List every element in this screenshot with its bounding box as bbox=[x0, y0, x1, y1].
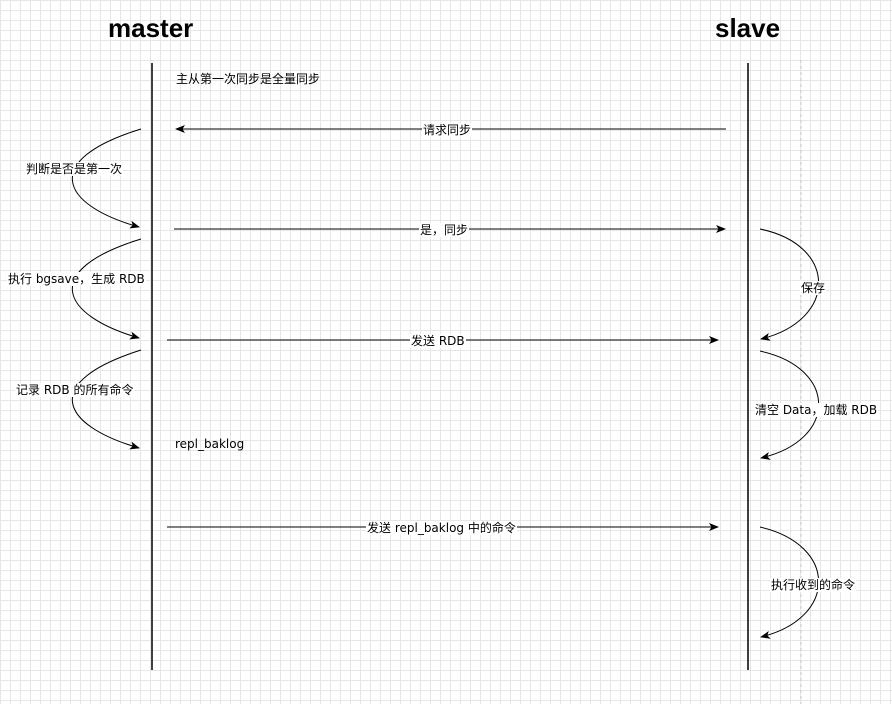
request-sync-label: 请求同步 bbox=[422, 123, 473, 137]
check-first-label: 判断是否是第一次 bbox=[25, 162, 124, 176]
master-title: master bbox=[108, 13, 194, 43]
bgsave-curve bbox=[72, 238, 142, 340]
record-cmds-curve bbox=[72, 349, 142, 450]
record-cmds-label: 记录 RDB 的所有命令 bbox=[15, 383, 135, 397]
yes-sync-label: 是，同步 bbox=[419, 223, 470, 237]
bgsave-label: 执行 bgsave，生成 RDB bbox=[7, 272, 146, 286]
slave-title: slave bbox=[715, 13, 781, 43]
send-rdb-label: 发送 RDB bbox=[410, 334, 466, 348]
clear-load-label: 清空 Data，加载 RDB bbox=[754, 403, 879, 417]
exec-cmds-label: 执行收到的命令 bbox=[770, 578, 857, 592]
save-label: 保存 bbox=[800, 281, 827, 295]
check-first-curve bbox=[72, 128, 142, 229]
full-sync-note: 主从第一次同步是全量同步 bbox=[176, 72, 321, 86]
backlog-label: repl_baklog bbox=[175, 437, 245, 451]
send-backlog-label: 发送 repl_baklog 中的命令 bbox=[366, 521, 517, 535]
